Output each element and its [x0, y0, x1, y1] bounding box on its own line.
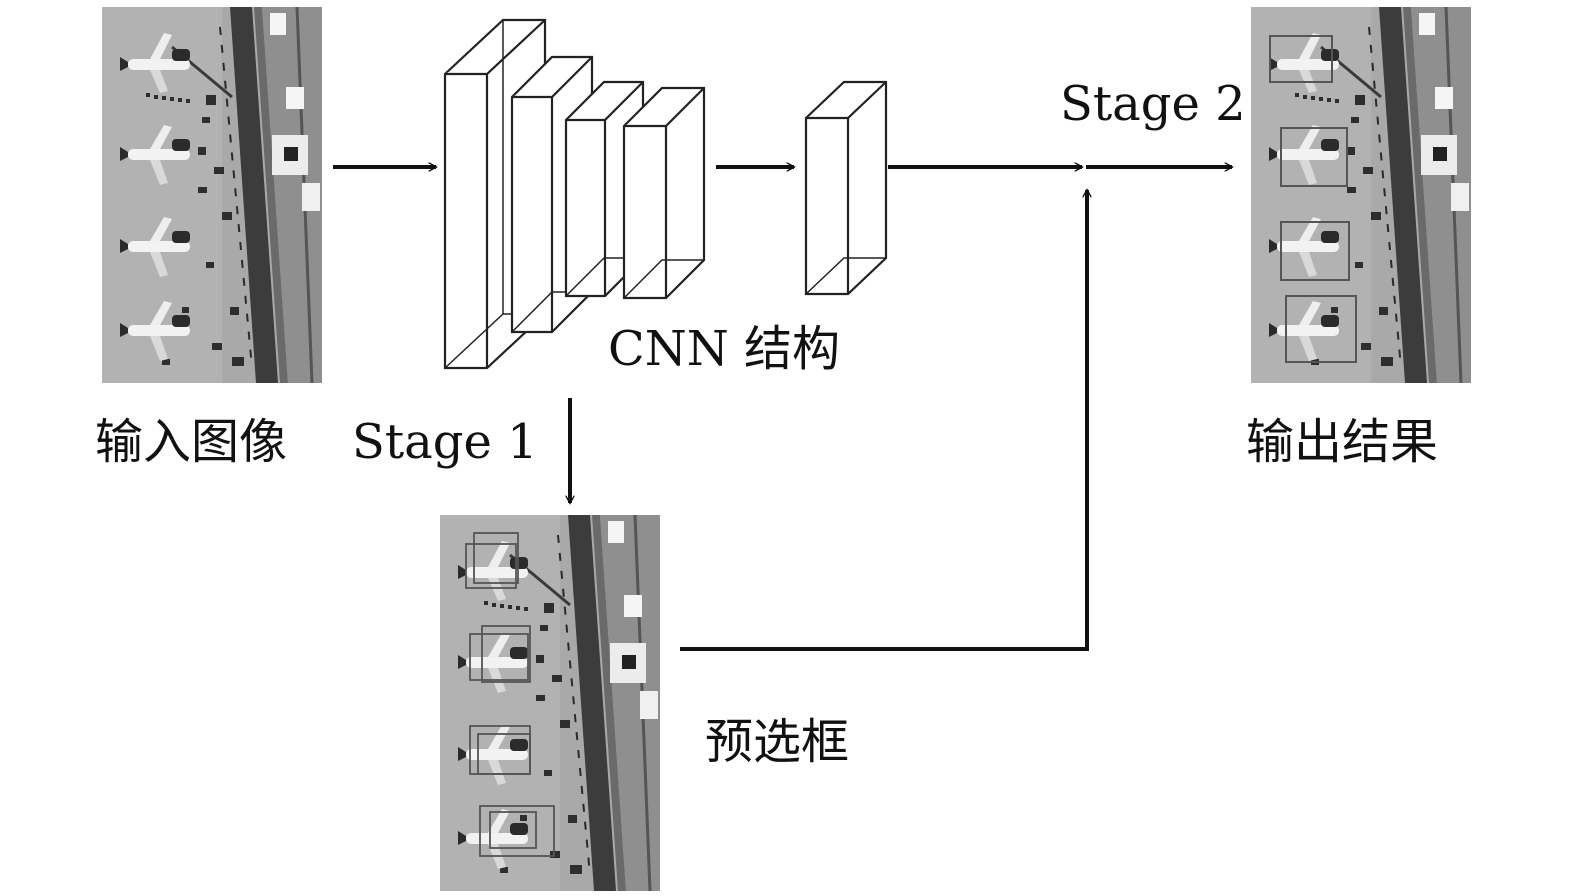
- proposals-label: 预选框: [705, 714, 849, 770]
- arrow-proposals-to-stage2: [680, 190, 1087, 651]
- feature-map-block: [804, 80, 888, 296]
- cnn-block: [443, 18, 706, 370]
- output-image: [1249, 5, 1473, 385]
- stage1-label: Stage 1: [352, 414, 538, 470]
- input-image-label: 输入图像: [95, 414, 287, 470]
- cnn-layer-4: [622, 86, 706, 300]
- output-label: 输出结果: [1246, 414, 1438, 470]
- input-image: [100, 5, 324, 385]
- cnn-label: CNN 结构: [608, 321, 840, 377]
- proposal-image: [438, 513, 662, 893]
- stage2-label: Stage 2: [1060, 76, 1246, 132]
